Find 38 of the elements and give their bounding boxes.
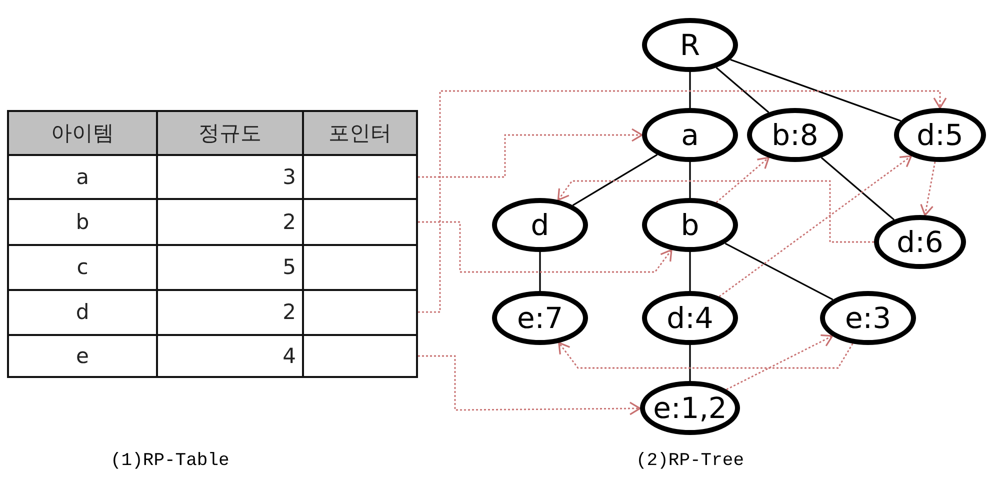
tree-node-ellipse: R (642, 18, 738, 72)
tree-node-ellipse: e:3 (820, 291, 916, 345)
node-link-arrow (558, 342, 854, 369)
table-cell: e (7, 334, 158, 378)
tree-node-ellipse: d (492, 198, 588, 252)
tree-edge (689, 72, 691, 108)
header-cell: 정규도 (156, 110, 304, 156)
header-cell: 포인터 (302, 110, 418, 156)
caption: (2)RP-Tree (636, 451, 744, 471)
tree-node-ellipse: e:1,2 (640, 381, 740, 435)
tree-edge (689, 345, 691, 381)
tree-edge (820, 157, 895, 220)
tree-node-ellipse: e:7 (492, 291, 588, 345)
tree-edge (724, 242, 834, 300)
tree-edge (716, 67, 770, 113)
node-link-arrow (920, 162, 936, 216)
node-link-arrow (726, 334, 834, 390)
tree-edge (572, 154, 658, 206)
caption: (1)RP-Table (110, 451, 230, 471)
tree-node-ellipse: a (642, 108, 738, 162)
tree-node-ellipse: d:5 (894, 108, 986, 162)
tree-node-ellipse: d:4 (642, 291, 738, 345)
node-link-arrow (718, 155, 912, 298)
tree-edge (689, 252, 691, 291)
tree-edge (730, 58, 902, 122)
node-link-arrow (418, 355, 641, 416)
tree-node-ellipse: d:6 (874, 215, 966, 269)
node-link-arrow (418, 90, 947, 313)
header-cell: 아이템 (7, 110, 158, 156)
pointer-cell (302, 334, 418, 378)
node-link-arrow (557, 180, 874, 243)
tree-node-ellipse: b (642, 198, 738, 252)
node-link-arrow (716, 156, 770, 203)
node-link-arrow (418, 221, 672, 273)
tree-edge (539, 252, 541, 291)
tree-edge (689, 162, 691, 198)
tree-node-ellipse: b:8 (747, 108, 843, 162)
node-link-arrow (418, 128, 643, 178)
